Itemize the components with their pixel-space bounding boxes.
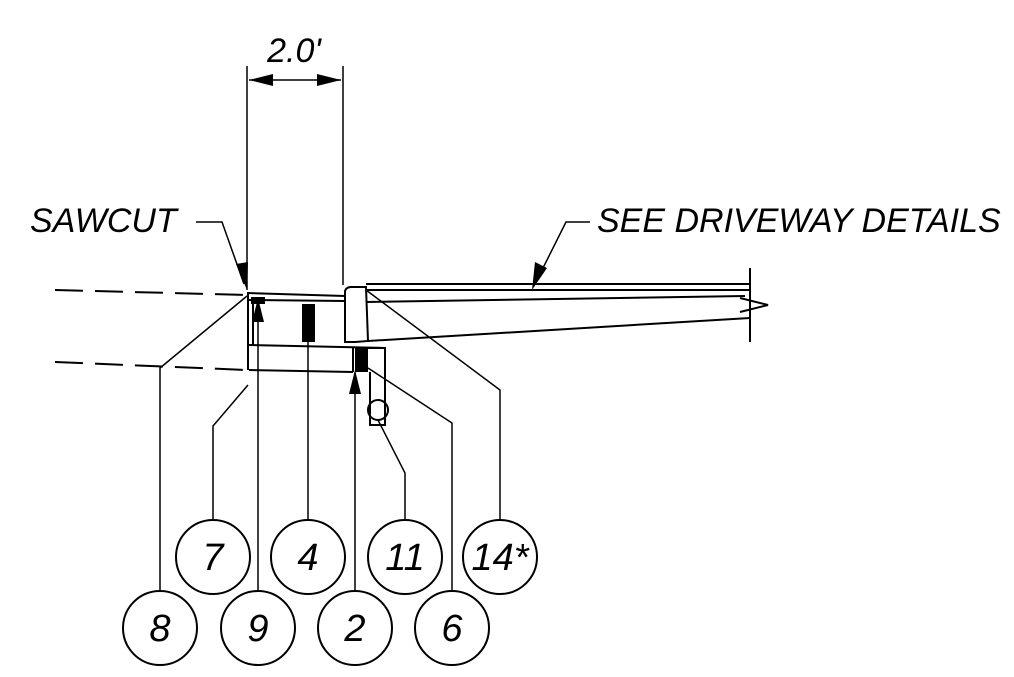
- driveway-bottom-2: [367, 317, 751, 342]
- callout-8: 8: [122, 590, 198, 666]
- callout-label: 14*: [471, 537, 529, 579]
- callout-label: 6: [441, 608, 463, 650]
- curb-joint-filler: [355, 348, 368, 372]
- callout-bubble: [317, 590, 393, 666]
- driveway-label: SEE DRIVEWAY DETAILS: [597, 202, 1001, 240]
- driveway-arrow: [532, 262, 547, 290]
- curb-lip: [344, 286, 370, 343]
- callout-label: 8: [149, 608, 170, 650]
- sawcut-leader: [196, 221, 245, 285]
- existing-pavement-bottom: [54, 361, 248, 371]
- callout-6: 6: [414, 590, 490, 666]
- dowel-bar-section: [302, 304, 315, 342]
- callout-bubble: [122, 590, 198, 666]
- callout-bubble: [414, 590, 490, 666]
- existing-pavement: [54, 289, 248, 371]
- callout-11: 11: [367, 519, 443, 595]
- callout-bubble: [367, 519, 443, 595]
- leader-7: [212, 384, 249, 532]
- existing-pavement-top: [54, 289, 248, 296]
- patch-base-line: [248, 344, 386, 349]
- driveway-note: SEE DRIVEWAY DETAILS: [532, 202, 1001, 290]
- driveway-leader: [535, 221, 590, 283]
- callout-label: 7: [202, 537, 225, 579]
- callout-2: 2: [317, 590, 393, 666]
- callout-bubble: [220, 590, 296, 666]
- callout-14: 14*: [462, 519, 538, 595]
- callout-label: 2: [343, 608, 365, 650]
- dimension-label: 2.0': [266, 32, 322, 70]
- leader-8: [159, 295, 248, 594]
- driveway-slab: [365, 268, 769, 342]
- callout-bubble: [462, 519, 538, 595]
- dimension-arrow-left: [249, 74, 273, 86]
- dimension-2ft: 2.0': [246, 32, 344, 290]
- dimension-arrow-right: [317, 74, 341, 86]
- callout-label: 9: [247, 608, 268, 650]
- driveway-bottom-1: [365, 295, 746, 303]
- patch-subbase-line: [248, 369, 354, 373]
- callout-label: 4: [297, 537, 318, 579]
- arrow-9: [252, 298, 264, 322]
- patch-top-line: [246, 292, 346, 297]
- driveway-break-symbol: [739, 297, 769, 313]
- leader-6: [367, 367, 453, 594]
- callout-4: 4: [270, 519, 346, 595]
- arrow-2: [349, 370, 361, 394]
- leader-14: [365, 289, 501, 523]
- sawcut-arrow: [236, 262, 248, 290]
- sawcut-label: SAWCUT: [30, 202, 179, 240]
- callout-label: 11: [385, 537, 424, 579]
- curb-section: [344, 286, 389, 426]
- callout-9: 9: [220, 590, 296, 666]
- callout-bubble: [270, 519, 346, 595]
- callout-leaders: [159, 289, 501, 594]
- leader-11: [377, 419, 406, 523]
- curb-foundation: [368, 347, 386, 426]
- callout-7: 7: [175, 519, 251, 595]
- callout-bubble: [175, 519, 251, 595]
- sawcut-note: SAWCUT: [30, 202, 248, 290]
